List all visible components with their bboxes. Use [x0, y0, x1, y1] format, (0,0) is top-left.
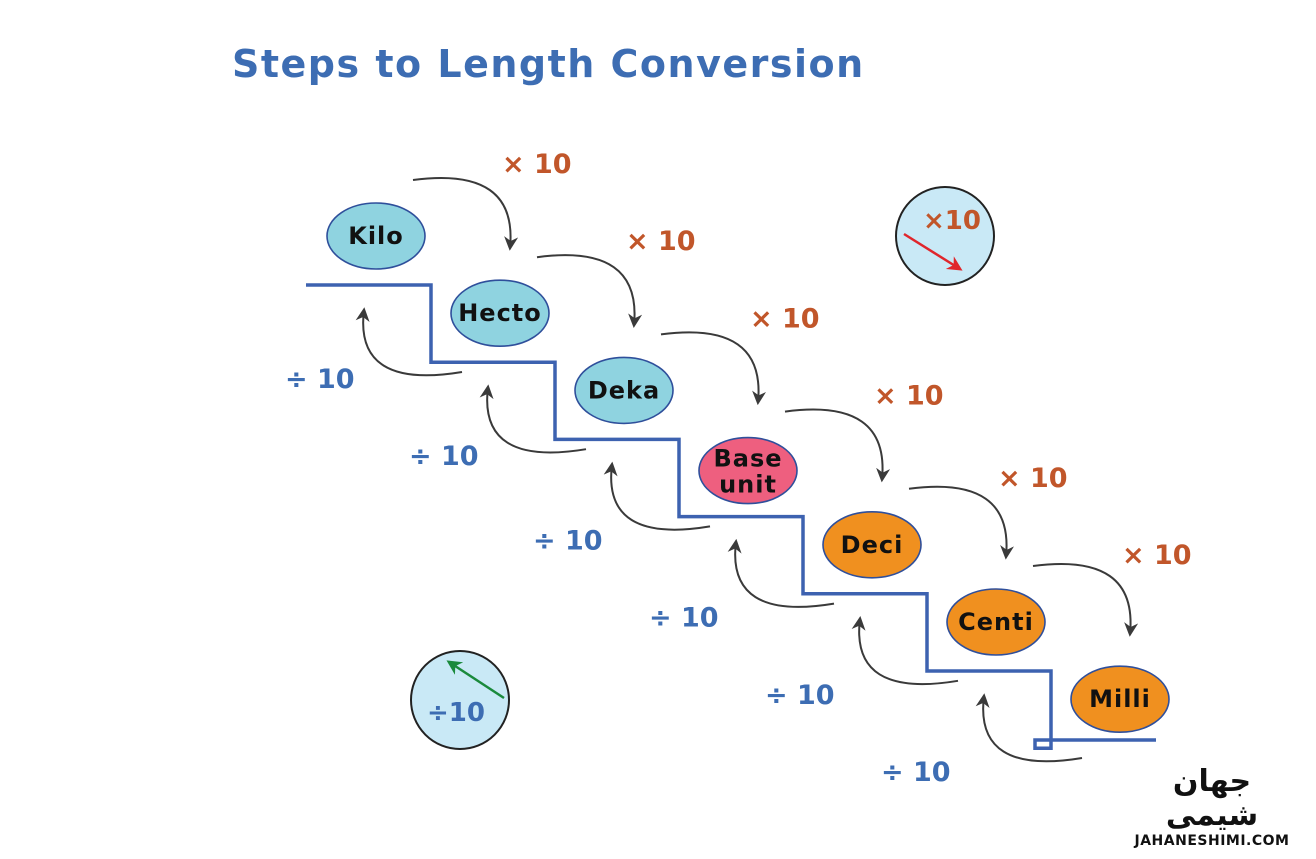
- unit-label: Hecto: [458, 299, 542, 327]
- multiply-arrow: [1032, 562, 1139, 637]
- unit-ellipse: [946, 588, 1046, 656]
- divide-legend: ÷10: [410, 650, 510, 750]
- divide-label: ÷ 10: [881, 757, 951, 788]
- multiply-arrow: [536, 254, 643, 328]
- unit-ellipse: [326, 202, 426, 270]
- unit-node: Milli: [1070, 665, 1170, 734]
- divide-legend-label: ÷10: [427, 698, 485, 728]
- unit-ellipse: [1070, 665, 1170, 734]
- multiply-label: × 10: [874, 381, 944, 412]
- divide-arrow: [479, 384, 587, 454]
- unit-node: Centi: [946, 588, 1046, 656]
- unit-node: Kilo: [326, 202, 426, 270]
- divide-label: ÷ 10: [649, 603, 719, 634]
- divide-label: ÷ 10: [765, 680, 835, 711]
- divide-label: ÷ 10: [285, 364, 355, 395]
- unit-label: Deci: [841, 531, 904, 559]
- divide-arrow: [355, 307, 463, 377]
- divide-arrow: [603, 461, 711, 531]
- unit-node: Hecto: [450, 279, 550, 348]
- multiply-label: × 10: [1122, 540, 1192, 571]
- logo-mark: جهان شیمی: [1165, 764, 1259, 833]
- multiply-label: × 10: [998, 463, 1068, 494]
- unit-ellipse: [698, 436, 798, 505]
- unit-label: Kilo: [348, 222, 404, 250]
- unit-label: Milli: [1089, 685, 1151, 713]
- divide-label: ÷ 10: [533, 525, 603, 556]
- divide-label: ÷ 10: [409, 441, 479, 472]
- site-logo: جهان شیمی JAHANESHIMI.COM: [1132, 764, 1292, 850]
- divide-arrow: [975, 693, 1083, 763]
- unit-ellipse: [450, 279, 550, 348]
- multiply-legend-label: ×10: [923, 206, 981, 236]
- multiply-arrow: [660, 331, 767, 406]
- multiply-arrow: [784, 408, 891, 483]
- multiply-arrow: [908, 485, 1015, 560]
- diagram-title: Steps to Length Conversion: [232, 42, 865, 86]
- multiply-label: × 10: [502, 149, 572, 180]
- staircase-line: [306, 283, 1156, 750]
- multiply-label: × 10: [626, 226, 696, 257]
- multiply-legend-arrow: [903, 232, 963, 271]
- divide-arrow: [727, 538, 835, 608]
- unit-ellipse: [822, 510, 922, 579]
- divide-arrow: [851, 616, 959, 686]
- multiply-arrow: [412, 176, 519, 251]
- unit-label: Deka: [588, 376, 660, 404]
- unit-ellipse: [574, 356, 674, 425]
- multiply-legend: ×10: [895, 186, 995, 286]
- unit-label: Centi: [958, 608, 1034, 636]
- multiply-label: × 10: [750, 303, 820, 334]
- logo-url: JAHANESHIMI.COM: [1134, 833, 1290, 849]
- divide-legend-arrow: [446, 660, 505, 700]
- unit-node: Deci: [822, 510, 922, 579]
- unit-node: Deka: [574, 356, 674, 425]
